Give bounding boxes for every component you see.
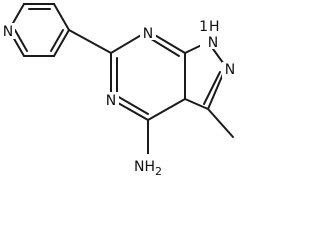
bond-pyr-c3-c4	[53, 3, 70, 31]
pyrazole-n-label: N	[225, 62, 235, 78]
pyrazole-n-mask	[222, 62, 238, 78]
amine-nh-text: NH	[134, 159, 155, 175]
pyrimidine-n-top-label: N	[143, 26, 153, 42]
bond-n-top-c7a-inner	[147, 36, 180, 57]
bond-pyridine-pyrimidine	[68, 29, 112, 54]
nh-mask	[200, 25, 225, 49]
nh-h-locant-label: 1	[199, 19, 208, 35]
bond-c3a-c4	[147, 98, 186, 121]
pyrimidine-n-top-mask	[140, 25, 156, 40]
amine-mask	[131, 154, 169, 178]
bond-c3-methyl	[207, 108, 234, 138]
atom-label-layer: N N N 1 H N N NH2	[1, 19, 238, 178]
nh-n-label: N	[208, 35, 218, 51]
bond-n-c3-inner	[203, 71, 221, 105]
amine-subscript: 2	[155, 165, 162, 178]
molecule-structure: N N N 1 H N N NH2	[1, 3, 238, 178]
nh-h-label: H	[209, 19, 220, 35]
pyridine-n-mask	[1, 23, 15, 39]
bond-pyr-c4-c5	[53, 29, 70, 57]
pyridine-n-label: N	[3, 24, 13, 40]
bond-c3-c3a	[184, 98, 209, 110]
amine-label: NH2	[134, 159, 162, 178]
pyrimidine-n-left-label: N	[106, 93, 116, 109]
bond-c4-n-left-inner	[116, 95, 149, 115]
bond-pyr-c4-c5-inner	[50, 29, 64, 52]
bond-pyr-c6-n-inner	[14, 29, 28, 52]
pyrimidine-n-left-mask	[103, 92, 119, 108]
